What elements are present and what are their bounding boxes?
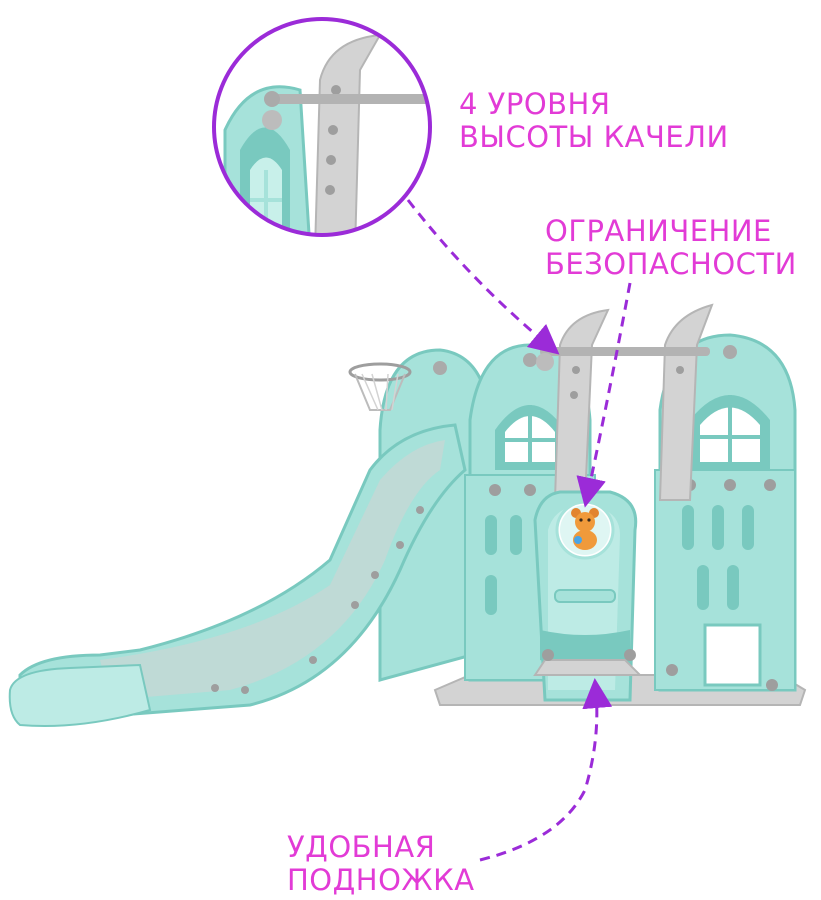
slide (8, 423, 467, 727)
label-safety: ОГРАНИЧЕНИЕ БЕЗОПАСНОСТИ (545, 215, 797, 281)
arrow-swing-height (406, 199, 560, 355)
zoom-detail-circle (212, 17, 432, 237)
arrow-safety (576, 282, 632, 508)
label-swing-height-line-2: ВЫСОТЫ КАЧЕЛИ (459, 120, 729, 154)
label-footrest-line-1: УДОБНАЯ (287, 830, 436, 864)
label-footrest: УДОБНАЯ ПОДНОЖКА (287, 831, 475, 897)
arrow-footrest (479, 678, 613, 862)
label-safety-line-2: БЕЗОПАСНОСТИ (545, 247, 797, 281)
label-swing-height-line-1: 4 УРОВНЯ (459, 87, 611, 121)
swing-frame (536, 303, 714, 501)
label-footrest-line-2: ПОДНОЖКА (287, 863, 475, 897)
label-safety-line-1: ОГРАНИЧЕНИЕ (545, 214, 772, 248)
swing-seat (533, 490, 643, 702)
basketball-hoop (348, 362, 412, 411)
label-swing-height: 4 УРОВНЯ ВЫСОТЫ КАЧЕЛИ (459, 88, 729, 154)
annotation-arrows (406, 199, 632, 862)
teddy-bear-icon (571, 508, 599, 550)
